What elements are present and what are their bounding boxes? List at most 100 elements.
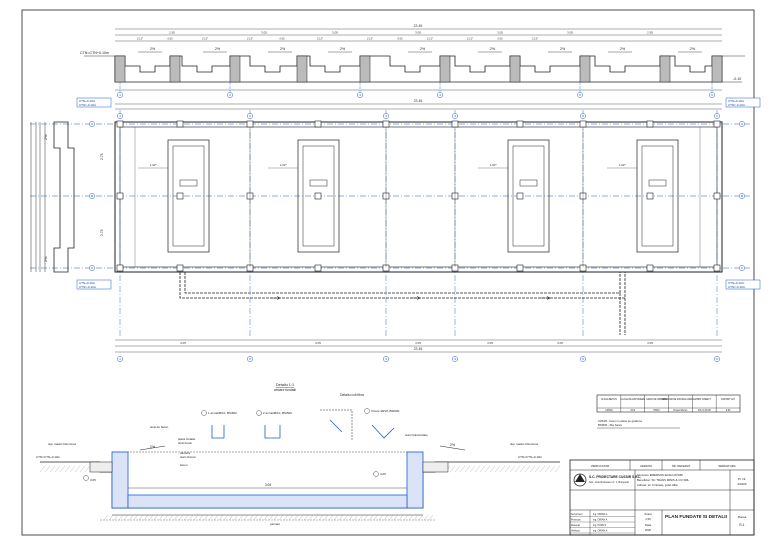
bottom-span-dim: 3.05	[415, 341, 421, 345]
top-span-dim: 3.05	[497, 31, 503, 35]
plan-column	[713, 120, 721, 128]
project-no: 4/2020	[737, 482, 747, 486]
bottom-overall-dim: 23.45	[414, 347, 423, 351]
tb-header-referat: NR. REFERAT	[672, 464, 691, 468]
plan-grid-bubble-bottom	[383, 356, 389, 362]
bottom-span-dim: 3.05	[180, 341, 186, 345]
top-sub-dim: 2.12*	[317, 37, 323, 41]
legend-left: dop mastic bituminos	[48, 442, 77, 446]
legend-right: dop mastic bituminos	[510, 442, 539, 446]
top-sub-dim: 2.12*	[202, 37, 208, 41]
label-beton: beton	[180, 463, 188, 467]
plan-side-dim-top: 2.75	[100, 153, 104, 160]
sheet-border	[21, 9, 755, 536]
plan-level-tl: CTN+0.10m	[79, 99, 96, 103]
plan-grid-label-bottom: 6	[716, 357, 718, 361]
plan-grid-letter-left: B	[91, 194, 93, 198]
section-level-left: CTN=CTN+0.10m	[36, 455, 61, 459]
drawing-title: PLAN FUNDATII SI DETALII	[665, 514, 728, 520]
top-slope-label: 2%	[490, 47, 495, 51]
top-sub-dim: 2.12*	[137, 37, 143, 41]
plan-grid-label-top: 2	[249, 114, 251, 118]
top-slope-label: 2%	[150, 47, 155, 51]
bottom-span-dim: 3.05	[647, 341, 653, 345]
plan-grid-label-bottom: 4	[454, 357, 456, 361]
company-logo	[573, 473, 587, 487]
company-name: S.C. PROIECTARE CUSSIR S.R.L.	[589, 475, 641, 479]
section-level-right: CTN=CTN+0.10m	[518, 455, 543, 459]
plan-column	[176, 192, 184, 200]
scale-label: Scara	[644, 512, 652, 516]
detail-link-title: Detaliu colt fibra	[340, 393, 364, 397]
tb-header-semnatura: SEMNATURA	[718, 464, 735, 468]
top-pier	[359, 55, 371, 83]
plan-grid-label-top: 1	[119, 114, 121, 118]
plan-cell-inner	[172, 145, 205, 247]
plan-level-tr: CTN+0.10m	[728, 99, 745, 103]
date-label: Data	[645, 523, 651, 527]
top-grid-bubble	[577, 92, 583, 98]
project-no-label: Pr. Nr.	[738, 477, 747, 481]
bottom-span-dim: 3.05	[487, 341, 493, 345]
plan-grid-bubble-left	[89, 265, 95, 271]
svg-text:2 armatii8/10, BSt500: 2 armatii8/10, BSt500	[263, 411, 292, 415]
plan-cell-dim: 1.62*	[150, 163, 157, 167]
date-value: 2020	[645, 528, 652, 532]
address: Adresa: str. Fintinele, judet Alba	[637, 483, 678, 487]
plan-cell-inner	[302, 145, 335, 247]
rebar-detail-3: 3 bare 48/10, BSt500	[364, 408, 400, 439]
plan-grid-bubble-top	[117, 113, 123, 119]
plan-column	[713, 264, 721, 272]
plan-grid-label-top: 4	[454, 114, 456, 118]
plan-cell-grate	[309, 179, 328, 187]
material-table-header: GRAD DE IMPERM.	[646, 398, 667, 401]
plan-grid-label-bottom: 3	[385, 357, 387, 361]
plan-cell-dim: 1.62*	[490, 163, 497, 167]
top-grid-bubble	[357, 92, 363, 98]
top-grid-bubble	[437, 92, 443, 98]
top-pier	[439, 55, 451, 83]
top-grid-label: 5	[579, 93, 581, 97]
tb-role: Desenat	[571, 524, 580, 527]
plan-column	[116, 192, 124, 200]
material-table-header: CLASA BETON	[601, 398, 617, 401]
top-grid-label: 4	[439, 93, 441, 97]
rebar-detail-2: 2 armatii8/10, BSt500	[256, 410, 292, 439]
label-camera: camera	[180, 451, 190, 455]
plan-grid-label-top: 5	[582, 114, 584, 118]
top-pier	[711, 55, 723, 83]
section-ref-left: 3.05	[90, 478, 96, 482]
top-sub-dim: 0.65	[167, 37, 173, 41]
plan-grid-letter-left: A	[91, 122, 93, 126]
plan-grid-bubble-bottom	[247, 356, 253, 362]
detail-subtitle: armare fundatii	[274, 388, 296, 392]
tb-role: Proiectat	[571, 519, 581, 522]
top-grid-label: 1	[119, 93, 121, 97]
plan-grid-bubble-top	[452, 113, 458, 119]
cross-section-detail: Detaliu 1:1 armare fundatii Detaliu colt…	[36, 383, 561, 526]
label-strat-beton: strat de beton	[150, 425, 169, 429]
bottom-span-dim: 3.05	[315, 341, 321, 345]
top-overall-dim: 23.45	[414, 24, 423, 28]
top-span-dim: 3.05	[415, 31, 421, 35]
plan-column	[176, 264, 184, 272]
top-sub-dim: 2.12*	[467, 37, 473, 41]
plan-cell-inner	[641, 145, 674, 247]
plan-grid-label-bottom: 5	[582, 357, 584, 361]
plan-level-tl2: CTN=-0.10m	[79, 103, 97, 107]
plan-slope-bottom: 2%	[44, 256, 48, 262]
plan-column	[579, 120, 587, 128]
material-note-2: BSt500 - fibe bares	[598, 423, 623, 427]
plan-grid-bubble-top	[714, 113, 720, 119]
label-placa-izolatie: placa izolatie	[178, 437, 196, 441]
plan-column	[516, 264, 524, 272]
plan-grid-letter-right: A	[741, 122, 743, 126]
tb-header-verificator: VERIFICATOR	[591, 464, 610, 468]
plan-grid-bubble-bottom	[714, 356, 720, 362]
tb-name: ing. POPA S.	[593, 524, 607, 527]
plan-grid-label-bottom: 2	[249, 357, 251, 361]
